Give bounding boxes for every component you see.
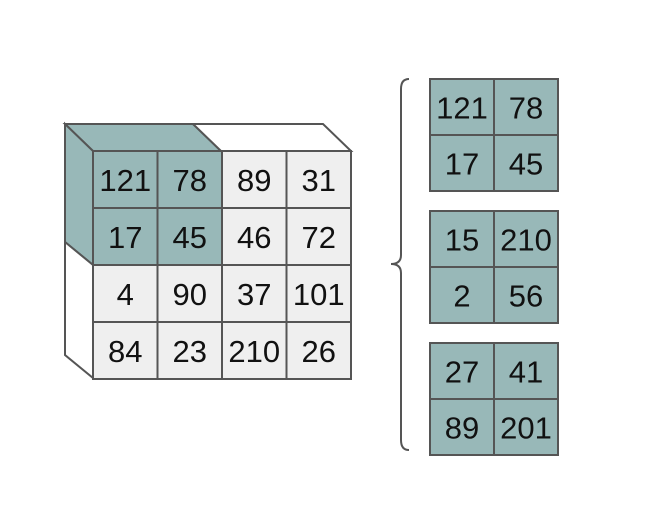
channel-grid-cell-value: 56 bbox=[509, 279, 543, 314]
main-grid-cell-value: 26 bbox=[302, 334, 336, 369]
main-grid-cell: 46 bbox=[221, 207, 288, 266]
channel-grid-cell-value: 121 bbox=[436, 91, 488, 126]
channel-grid-cell: 56 bbox=[493, 266, 559, 324]
channel-grid-cell-value: 41 bbox=[509, 355, 543, 390]
main-grid: 121 78 89 31 17 45 46 72 4 90 37 101 84 23 210 26 bbox=[92, 150, 352, 380]
channel-grid-cell-value: 45 bbox=[509, 147, 543, 182]
channel-grid-cell-value: 2 bbox=[453, 279, 470, 314]
main-grid-cell-box bbox=[285, 264, 352, 323]
main-grid-cell-box bbox=[285, 321, 352, 380]
main-grid-cell-box bbox=[156, 321, 223, 380]
channel-grid-cell: 15 bbox=[429, 210, 495, 268]
main-grid-cell: 72 bbox=[285, 207, 352, 266]
channel-grid-cell: 201 bbox=[493, 398, 559, 456]
main-grid-cell: 89 bbox=[221, 150, 288, 209]
channel-grid-cell: 121 bbox=[429, 78, 495, 136]
main-grid-cell: 17 bbox=[92, 207, 159, 266]
channel-grids: 121 78 17 45 15 210 2 56 27 41 89 201 bbox=[429, 78, 559, 456]
main-grid-cell-value: 72 bbox=[302, 220, 336, 255]
main-grid-cell-value: 78 bbox=[173, 163, 207, 198]
channel-grid-cell-box bbox=[493, 266, 559, 324]
main-grid-cell: 84 bbox=[92, 321, 159, 380]
prism-top-white-face bbox=[190, 123, 354, 152]
channel-grid-cell: 41 bbox=[493, 342, 559, 400]
main-grid-cell-box bbox=[92, 321, 159, 380]
channel-grid-cell-value: 78 bbox=[509, 91, 543, 126]
main-grid-cell: 78 bbox=[156, 150, 223, 209]
channel-grid-2: 15 210 2 56 bbox=[429, 210, 559, 324]
main-grid-cell: 31 bbox=[285, 150, 352, 209]
main-grid-cell-value: 31 bbox=[302, 163, 336, 198]
channel-grid-cell: 210 bbox=[493, 210, 559, 268]
channel-grid-1: 121 78 17 45 bbox=[429, 78, 559, 192]
channel-grid-cell-value: 210 bbox=[500, 223, 552, 258]
main-grid-cell-box bbox=[221, 321, 288, 380]
channel-grid-cell-box bbox=[493, 210, 559, 268]
main-grid-cell: 121 bbox=[92, 150, 159, 209]
channel-grid-cell-value: 27 bbox=[445, 355, 479, 390]
main-grid-cell-value: 17 bbox=[108, 220, 142, 255]
channel-grid-cell: 27 bbox=[429, 342, 495, 400]
channel-grid-cell: 45 bbox=[493, 134, 559, 192]
main-grid-cell: 26 bbox=[285, 321, 352, 380]
main-grid-cell-box bbox=[92, 207, 159, 266]
channel-grid-cell-value: 15 bbox=[445, 223, 479, 258]
channel-grid-cell-value: 89 bbox=[445, 411, 479, 446]
main-grid-cell-value: 37 bbox=[237, 277, 271, 312]
channel-grid-cell: 2 bbox=[429, 266, 495, 324]
main-grid-cell-value: 45 bbox=[173, 220, 207, 255]
main-grid-cell-value: 210 bbox=[228, 334, 280, 369]
main-grid-cell-value: 84 bbox=[108, 334, 142, 369]
main-grid-cell: 4 bbox=[92, 264, 159, 323]
channel-grid-cell-box bbox=[429, 342, 495, 400]
curly-brace bbox=[390, 78, 410, 451]
channel-grid-cell-box bbox=[493, 78, 559, 136]
main-grid-cell-value: 101 bbox=[293, 277, 345, 312]
channel-grid-cell-box bbox=[429, 210, 495, 268]
main-grid-cell-value: 90 bbox=[173, 277, 207, 312]
main-grid-cell: 101 bbox=[285, 264, 352, 323]
channel-grid-cell-value: 17 bbox=[445, 147, 479, 182]
channel-grid-cell: 17 bbox=[429, 134, 495, 192]
main-grid-cell-value: 121 bbox=[99, 163, 151, 198]
main-grid-cell-box bbox=[156, 150, 223, 209]
main-grid-cell-box bbox=[92, 150, 159, 209]
channel-grid-cell-box bbox=[429, 134, 495, 192]
main-grid-cell-value: 89 bbox=[237, 163, 271, 198]
channel-grid-cell: 89 bbox=[429, 398, 495, 456]
main-grid-cell-value: 46 bbox=[237, 220, 271, 255]
main-grid-cell-value: 4 bbox=[117, 277, 134, 312]
main-grid-cell: 37 bbox=[221, 264, 288, 323]
channel-grid-cell-value: 201 bbox=[500, 411, 552, 446]
channel-grid-cell-box bbox=[493, 398, 559, 456]
main-grid-cell: 90 bbox=[156, 264, 223, 323]
main-grid-cell: 45 bbox=[156, 207, 223, 266]
channel-grid-3: 27 41 89 201 bbox=[429, 342, 559, 456]
channel-grid-cell-box bbox=[493, 134, 559, 192]
main-grid-cell-box bbox=[156, 264, 223, 323]
prism-side-white-face bbox=[64, 239, 94, 381]
channel-grid-cell: 78 bbox=[493, 78, 559, 136]
main-grid-cell-box bbox=[285, 150, 352, 209]
main-grid-cell: 210 bbox=[221, 321, 288, 380]
main-grid-cell: 23 bbox=[156, 321, 223, 380]
main-grid-cell-value: 23 bbox=[173, 334, 207, 369]
